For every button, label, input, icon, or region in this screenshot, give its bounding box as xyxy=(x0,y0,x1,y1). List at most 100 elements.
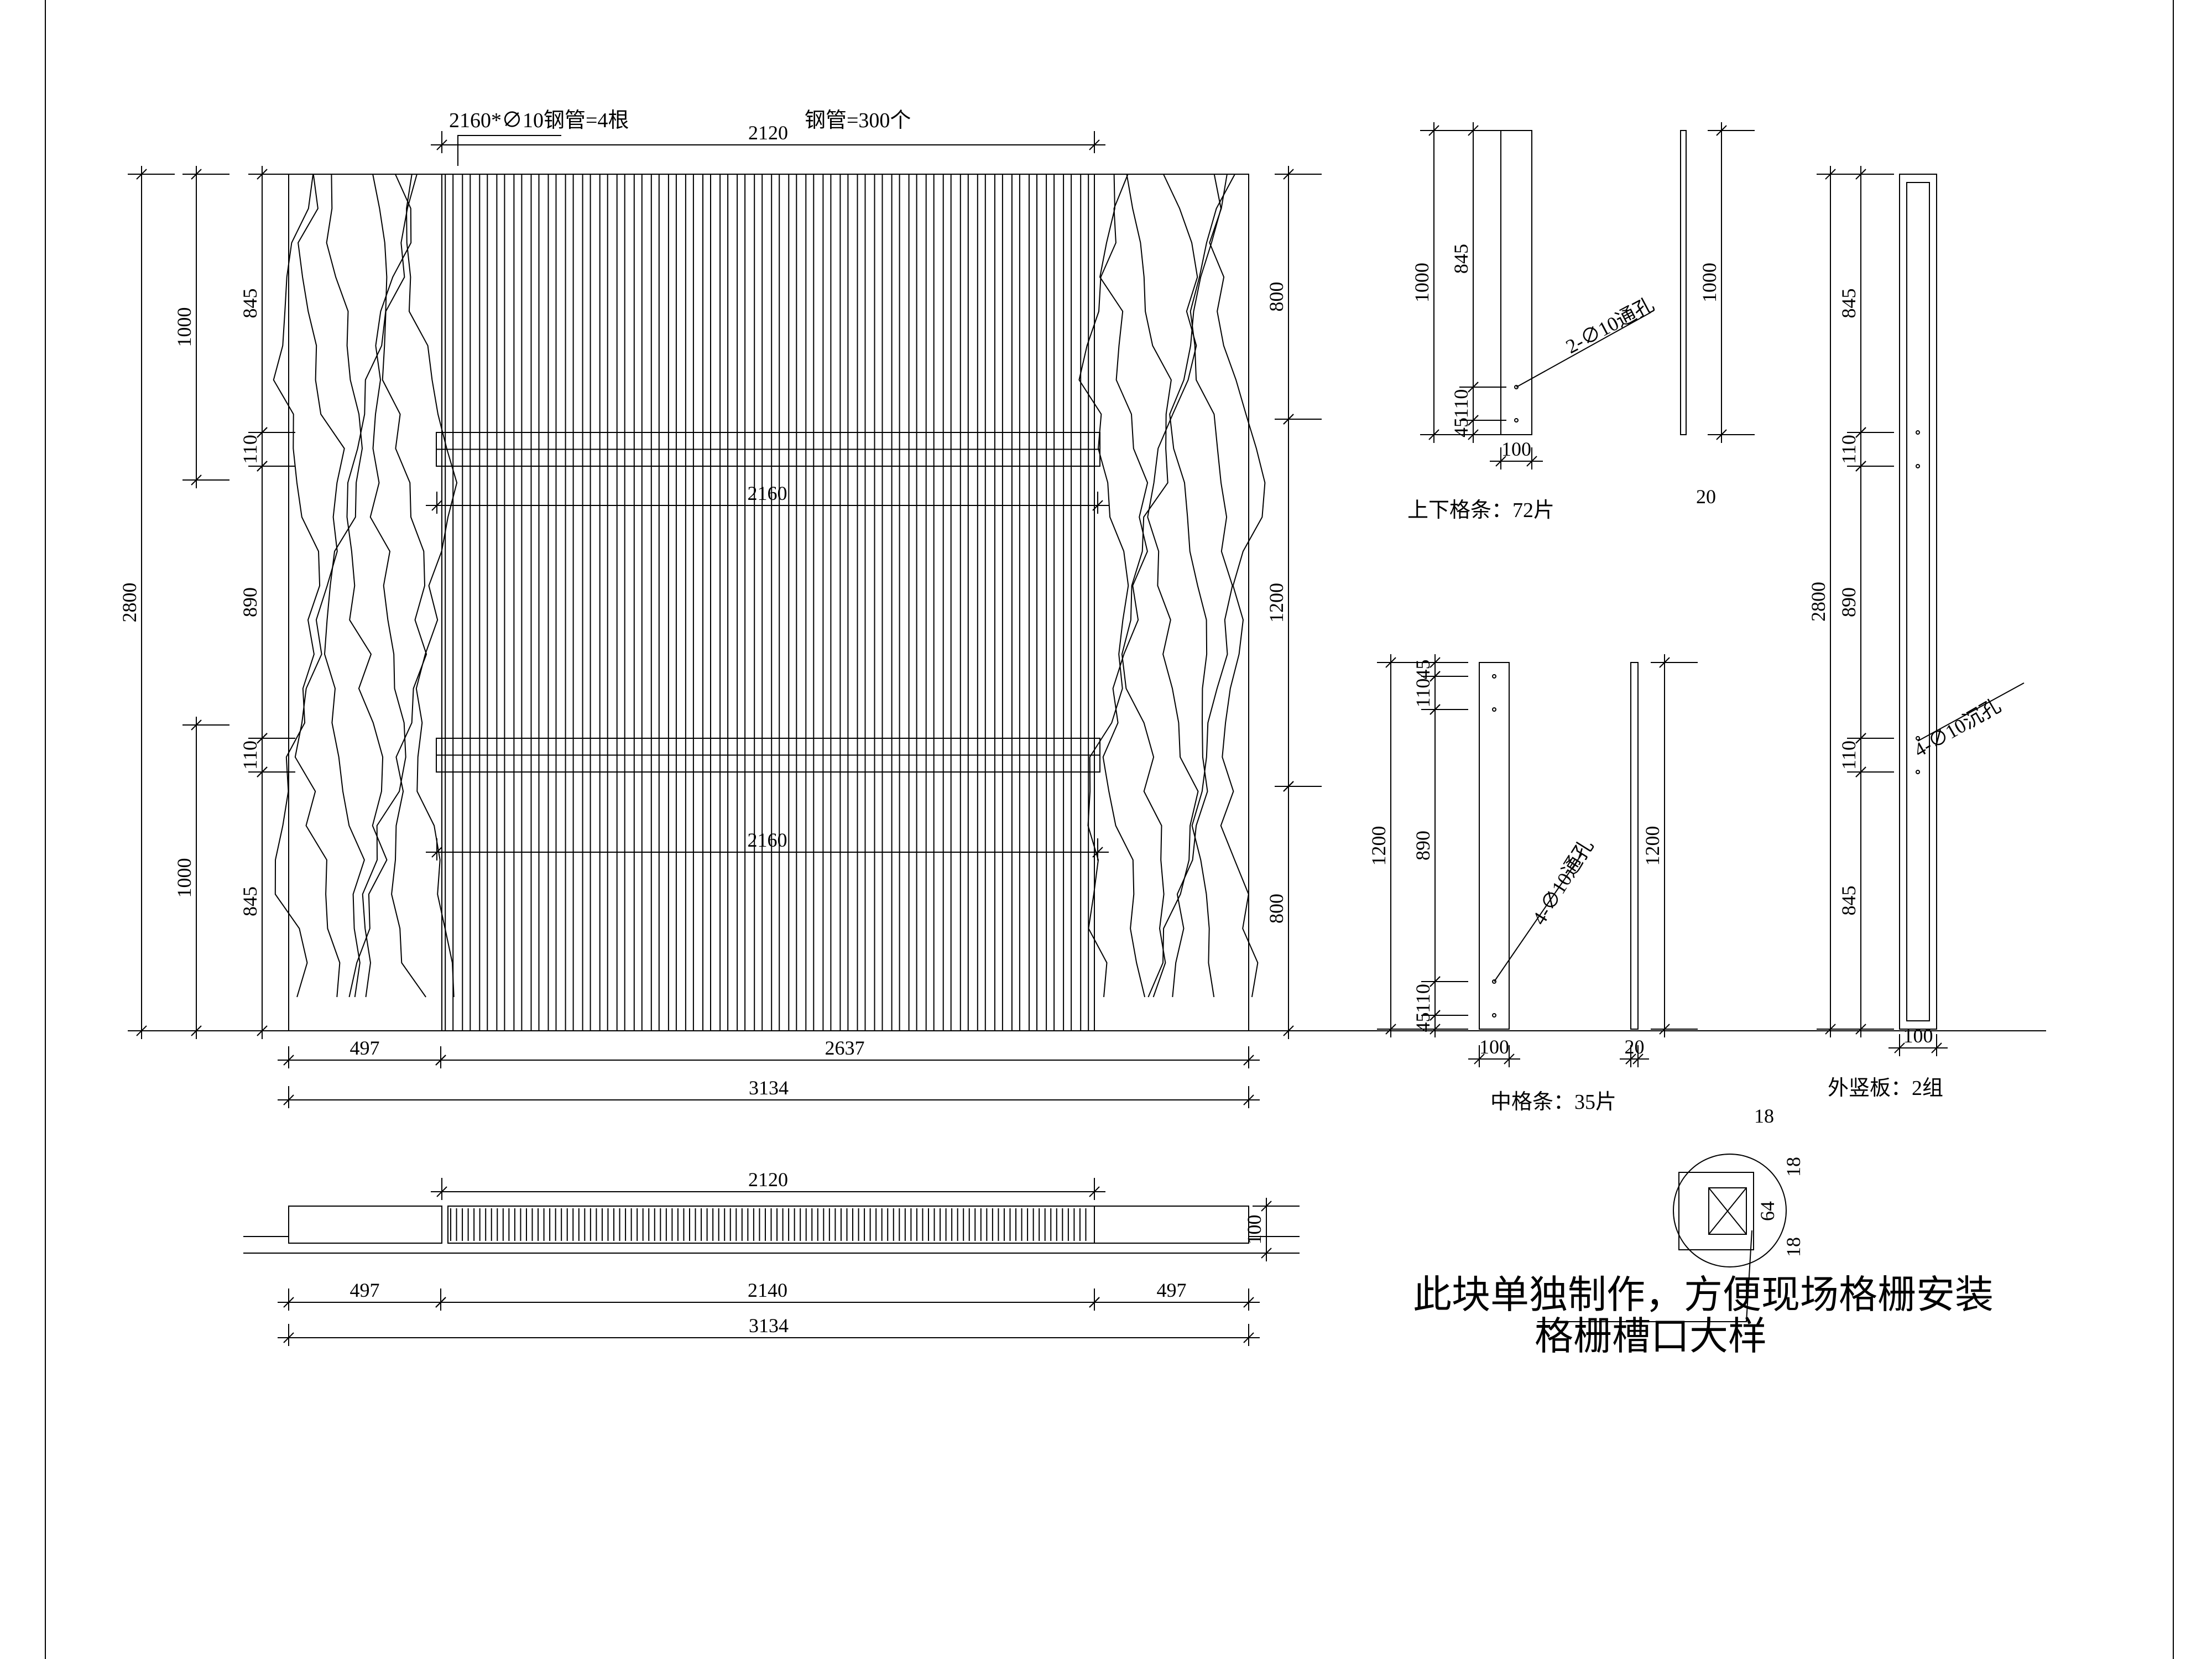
dimension-label: 845 xyxy=(1838,289,1860,319)
pipe-note: 2160*∅10钢管=4根 xyxy=(449,109,629,132)
hole xyxy=(1916,736,1920,740)
dimension-tick xyxy=(191,1025,202,1036)
grille-slat xyxy=(754,174,763,1031)
wood-grain-line xyxy=(1147,174,1199,998)
dimension-tick xyxy=(257,766,268,778)
dimension-tick xyxy=(191,719,202,731)
dimension-tick xyxy=(1504,1053,1515,1065)
strip-tb-side xyxy=(1680,130,1687,435)
dimension-tick xyxy=(436,139,447,150)
grille-slat xyxy=(1046,174,1055,1031)
dimension-label: 497 xyxy=(350,1279,380,1301)
dimension-tick xyxy=(1430,1024,1441,1035)
annotations: 2160*∅10钢管=4根钢管=300个上下格条：72片中格条：35片外竖板：2… xyxy=(449,109,2005,1358)
dimension-tick xyxy=(1243,1055,1254,1066)
grille-slat xyxy=(959,174,969,1031)
grille-slat xyxy=(822,174,832,1031)
dimension-tick xyxy=(1092,847,1103,858)
dimension-label: 18 xyxy=(1754,1105,1774,1127)
main-elevation: 2120216021602800100010008451108901108458… xyxy=(118,122,1322,1108)
grille-slat xyxy=(462,174,471,1031)
dimension-label: 64 xyxy=(1756,1201,1778,1221)
dimension-label: 2120 xyxy=(748,122,788,144)
strip-mid-title: 中格条：35片 xyxy=(1490,1091,1616,1114)
dimension-tick xyxy=(1428,125,1439,136)
dimension-tick xyxy=(436,1186,447,1197)
dimension-tick xyxy=(257,427,268,438)
dimension-tick xyxy=(1855,733,1866,744)
section-cross xyxy=(1708,1187,1747,1235)
dimension-tick xyxy=(191,169,202,180)
dimension-tick xyxy=(1430,704,1441,715)
outer-panel-inner xyxy=(1906,182,1930,1021)
outer-panel-title: 外竖板：2组 xyxy=(1828,1077,1943,1100)
hole xyxy=(1492,707,1496,712)
dimension-tick xyxy=(257,169,268,180)
hole xyxy=(1492,1013,1496,1018)
grille-slat xyxy=(994,174,1003,1031)
dimension-tick xyxy=(1468,415,1479,426)
dimension-label: 110 xyxy=(1450,389,1472,419)
dimension-label: 100 xyxy=(1479,1036,1509,1058)
dimension-label: 100 xyxy=(1501,438,1531,460)
dimension-tick xyxy=(283,1094,294,1105)
grille-slat xyxy=(599,174,608,1031)
grille-slat xyxy=(445,174,454,1031)
dimension-tick xyxy=(1632,1053,1644,1065)
dimension-label: 1000 xyxy=(1411,263,1433,302)
dimension-tick xyxy=(1495,456,1506,467)
hole-note-2: 2-∅10通孔 xyxy=(1562,293,1657,358)
separate-make-note: 此块单独制作，方便现场格栅安装 xyxy=(1413,1274,1994,1317)
strip-tb-title: 上下格条：72片 xyxy=(1407,499,1554,522)
elevation-outline xyxy=(288,174,1249,1031)
grille-slat xyxy=(977,174,986,1031)
wood-grain-line xyxy=(1099,174,1149,998)
dimension-tick xyxy=(1468,125,1479,136)
dimension-tick xyxy=(1855,169,1866,180)
wood-grain-line xyxy=(294,174,345,998)
wood-grain-line xyxy=(1209,174,1266,998)
dimension-label: 2160 xyxy=(748,482,787,504)
grille-slat xyxy=(771,174,780,1031)
dimension-tick xyxy=(1283,1025,1294,1036)
grille-slat xyxy=(942,174,952,1031)
wood-grain-line xyxy=(406,174,458,998)
dimension-label: 45 xyxy=(1450,418,1472,437)
dimension-tick xyxy=(1716,429,1727,440)
wood-grain-line xyxy=(1169,174,1222,998)
dimension-label: 18 xyxy=(1782,1237,1804,1257)
hole xyxy=(1492,979,1496,984)
dimension-tick xyxy=(283,1297,294,1308)
dimension-label: 100 xyxy=(1903,1025,1933,1047)
dimension-tick xyxy=(1430,1010,1441,1021)
detail-callout-circle xyxy=(1673,1154,1787,1267)
dimension-tick xyxy=(1283,781,1294,792)
dimension-tick xyxy=(1092,500,1103,511)
dimension-tick xyxy=(283,1332,294,1343)
dimension-tick xyxy=(1894,1042,1905,1053)
dimension-tick xyxy=(1283,414,1294,425)
dimension-label: 1000 xyxy=(173,858,195,898)
dimension-label: 18 xyxy=(1782,1157,1804,1177)
dimension-label: 2800 xyxy=(1807,582,1829,622)
dimension-label: 1200 xyxy=(1641,826,1663,866)
slot-section xyxy=(1708,1187,1747,1235)
wood-grain-line xyxy=(362,174,412,998)
dimension-label: 1200 xyxy=(1368,826,1390,866)
leader-line xyxy=(1917,682,2025,742)
dimension-tick xyxy=(1385,1024,1396,1035)
dimension-tick xyxy=(136,1025,147,1036)
dimension-label: 110 xyxy=(1838,740,1860,770)
grille-slat xyxy=(667,174,677,1031)
dimension-tick xyxy=(1855,427,1866,438)
grille-slat xyxy=(650,174,660,1031)
dimension-tick xyxy=(1468,429,1479,440)
dimension-label: 2140 xyxy=(748,1279,787,1301)
dimension-tick xyxy=(435,1297,446,1308)
dimension-tick xyxy=(1089,1297,1100,1308)
part-details: 1000845110451001000201200451108901104510… xyxy=(1368,122,2025,1322)
dimension-label: 20 xyxy=(1625,1036,1645,1058)
grille-slat xyxy=(496,174,505,1031)
grille-slat xyxy=(702,174,711,1031)
